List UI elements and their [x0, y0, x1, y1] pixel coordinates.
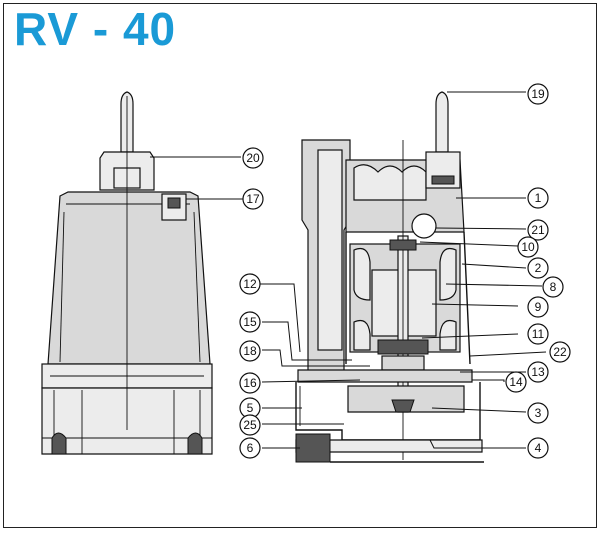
callout-9: 9	[527, 296, 549, 318]
callout-18-label: 18	[243, 344, 257, 358]
callout-8: 8	[542, 276, 564, 298]
callout-22-label: 22	[553, 345, 567, 359]
pump-body	[295, 382, 481, 441]
callout-21-label: 21	[531, 223, 545, 237]
callout-9-label: 9	[535, 300, 542, 314]
callout-10-label: 10	[521, 240, 535, 254]
callout-3: 3	[527, 402, 549, 424]
callout-10: 10	[517, 236, 539, 258]
mechanical-seal	[381, 355, 425, 371]
callout-5-label: 5	[247, 401, 254, 415]
callout-2-label: 2	[535, 261, 542, 275]
callout-4-label: 4	[535, 441, 542, 455]
exterior-view	[41, 91, 213, 455]
cable-gland-section	[435, 91, 449, 153]
callout-19-label: 19	[531, 87, 545, 101]
callout-13: 13	[527, 361, 549, 383]
callout-12: 12	[239, 273, 261, 295]
model-title: RV - 40	[14, 3, 177, 55]
callout-16-label: 16	[243, 376, 257, 390]
callout-18: 18	[239, 340, 261, 362]
callout-15: 15	[239, 311, 261, 333]
callout-19: 19	[527, 83, 549, 105]
callout-13-label: 13	[531, 365, 545, 379]
callout-1: 1	[527, 187, 549, 209]
callout-4: 4	[527, 437, 549, 459]
drawing-frame	[3, 3, 597, 528]
impeller	[347, 385, 465, 413]
callout-3-label: 3	[535, 406, 542, 420]
callout-22: 22	[549, 341, 571, 363]
upper-bearing	[389, 239, 417, 251]
strainer	[295, 433, 331, 463]
section-view	[295, 91, 484, 463]
callout-25-label: 25	[243, 418, 257, 432]
callout-1-label: 1	[535, 191, 542, 205]
outer-casing	[345, 231, 471, 365]
callout-14-label: 14	[509, 375, 523, 389]
callout-11: 11	[527, 323, 549, 345]
callout-14: 14	[505, 371, 527, 393]
capacitor	[411, 213, 437, 239]
callout-6: 6	[239, 437, 261, 459]
callout-17: 17	[242, 188, 264, 210]
callout-17-label: 17	[246, 192, 260, 206]
callout-20: 20	[242, 147, 264, 169]
callout-21: 21	[527, 219, 549, 241]
callout-8-label: 8	[550, 280, 557, 294]
callout-2: 2	[527, 257, 549, 279]
callout-25: 25	[239, 414, 261, 436]
callout-20-label: 20	[246, 151, 260, 165]
callout-11-label: 11	[532, 327, 545, 341]
seal-plate	[297, 369, 473, 383]
lower-bearing	[377, 339, 429, 355]
callout-16: 16	[239, 372, 261, 394]
callout-6-label: 6	[247, 441, 254, 455]
leader-lines	[150, 91, 547, 449]
callout-15-label: 15	[243, 315, 257, 329]
callout-12-label: 12	[243, 277, 257, 291]
